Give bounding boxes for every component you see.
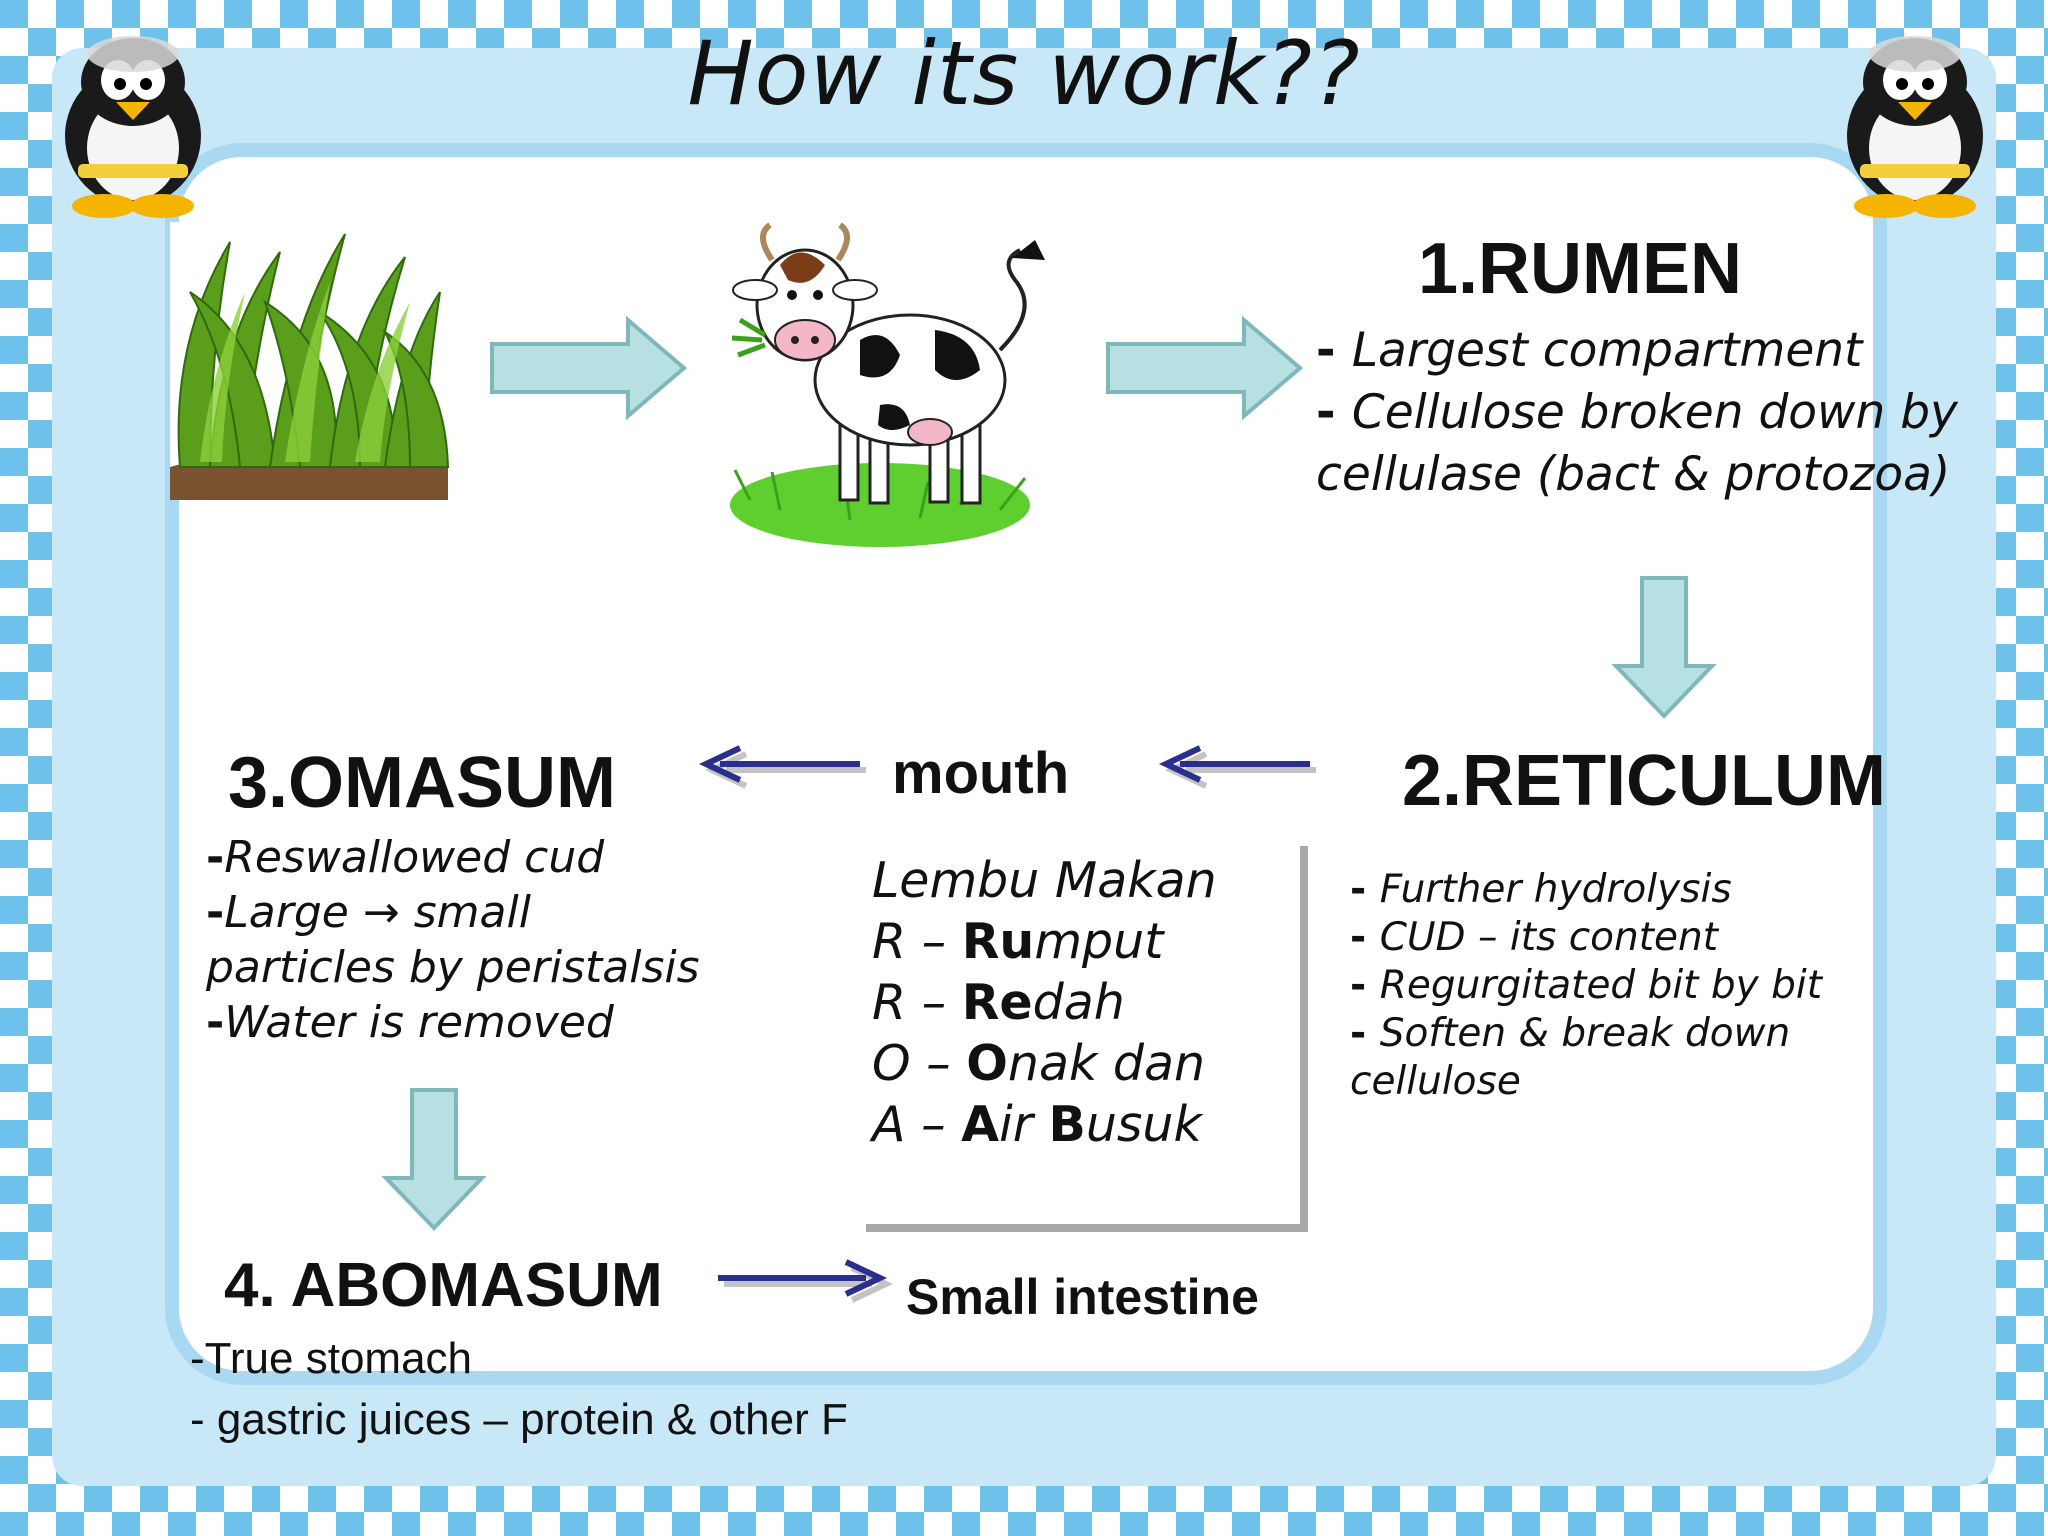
omasum-point: -Water is removed (206, 997, 614, 1048)
reticulum-description: - Further hydrolysis - CUD – its content… (1350, 866, 1822, 1106)
reticulum-point: - Regurgitated bit by bit (1350, 963, 1822, 1008)
arrow-left-icon (1158, 745, 1316, 789)
rumen-description: - Largest compartment - Cellulose broken… (1316, 320, 1958, 506)
grass-icon (170, 222, 450, 500)
abomasum-description: -True stomach - gastric juices – protein… (190, 1328, 848, 1450)
arrow-left-icon (698, 745, 866, 789)
small-intestine-label: Small intestine (906, 1269, 1259, 1325)
penguin-icon (1847, 36, 1983, 218)
abomasum-point: - gastric juices – protein & other F (190, 1395, 848, 1444)
arrow-down-icon (1611, 576, 1717, 719)
reticulum-point: - CUD – its content (1350, 915, 1719, 960)
page-title: How its work?? (687, 22, 1361, 125)
omasum-heading: 3.OMASUM (228, 743, 617, 823)
rumen-point-continuation: cellulase (bact & protozoa) (1316, 447, 1951, 502)
mnemonic-row: R – Rumput (872, 913, 1164, 970)
arrow-right-icon (718, 1259, 894, 1303)
omasum-point: -Reswallowed cud (206, 832, 605, 883)
penguin-icon (65, 36, 201, 218)
abomasum-heading: 4. ABOMASUM (224, 1251, 663, 1320)
rumen-point: - Largest compartment (1316, 323, 1863, 378)
mnemonic-text: Lembu Makan R – Rumput R – Redah O – Ona… (872, 850, 1217, 1155)
rumen-heading: 1.RUMEN (1418, 229, 1743, 309)
reticulum-point-continuation: cellulose (1350, 1059, 1521, 1104)
reticulum-heading: 2.RETICULUM (1402, 741, 1886, 821)
arrow-down-icon (381, 1088, 487, 1231)
omasum-description: -Reswallowed cud -Large → small particle… (206, 830, 700, 1050)
mnemonic-row: A – Air Busuk (872, 1096, 1202, 1153)
mnemonic-title: Lembu Makan (872, 852, 1217, 909)
arrow-right-icon (490, 315, 688, 421)
mouth-label: mouth (892, 741, 1070, 806)
mnemonic-box: Lembu Makan R – Rumput R – Redah O – Ona… (858, 838, 1300, 1224)
mnemonic-row: R – Redah (872, 974, 1125, 1031)
arrow-right-icon (1106, 315, 1304, 421)
mnemonic-row: O – Onak dan (872, 1035, 1206, 1092)
rumen-point: - Cellulose broken down by (1316, 385, 1958, 440)
omasum-point-continuation: particles by peristalsis (206, 942, 700, 993)
abomasum-point: -True stomach (190, 1334, 473, 1383)
arrow-right-icon: → (362, 887, 400, 938)
reticulum-point: - Soften & break down (1350, 1011, 1791, 1056)
cow-icon (730, 222, 1045, 547)
reticulum-point: - Further hydrolysis (1350, 867, 1732, 912)
omasum-point: -Large → small (206, 887, 531, 938)
